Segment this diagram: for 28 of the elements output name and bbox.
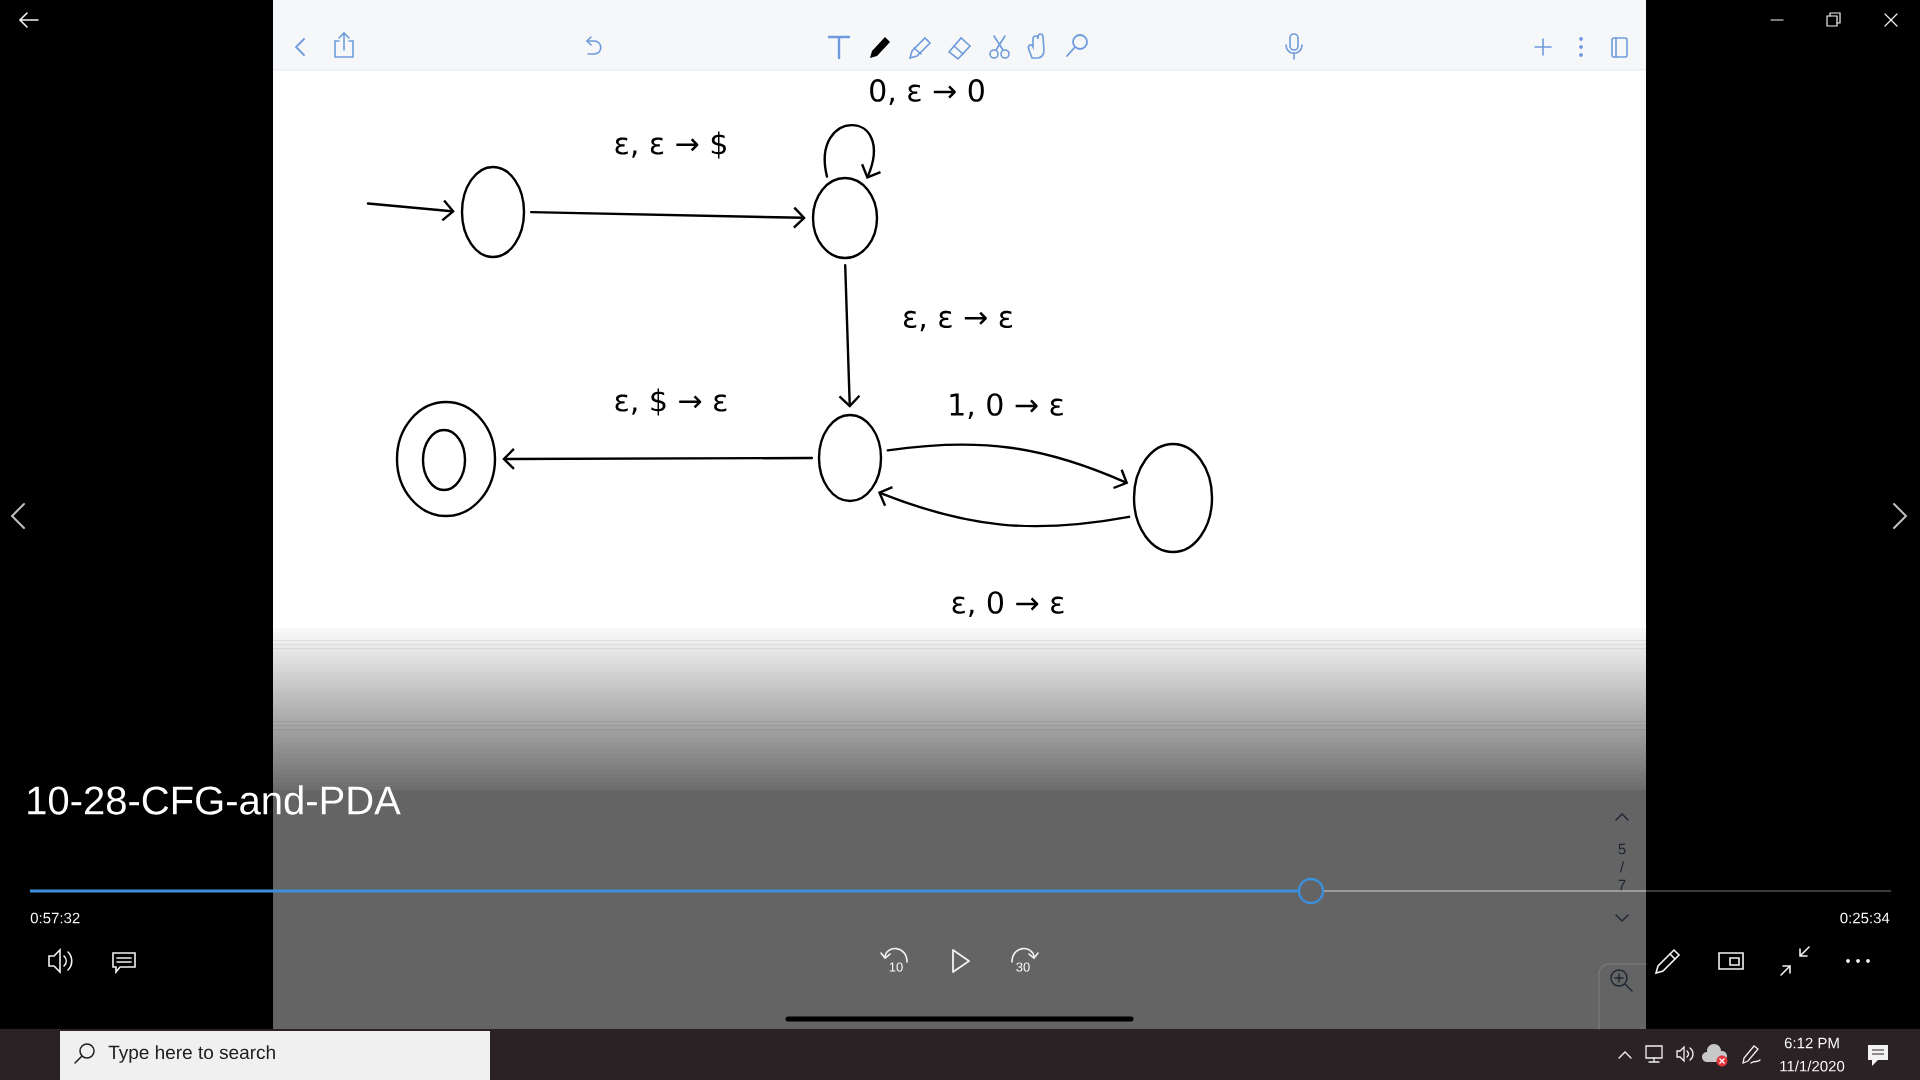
edge-label: ε, 0 → ε: [948, 589, 1068, 619]
edge-label: ε, $ → ε: [611, 386, 731, 418]
search-field: Type here to search: [60, 1031, 490, 1080]
arrow: [886, 443, 1129, 490]
self-loop-arrow: [823, 123, 881, 179]
arrow: [877, 486, 1131, 528]
inner-circle: [421, 428, 467, 492]
arrow: [530, 206, 806, 229]
video-title: 10-28-CFG-and-PDA: [28, 785, 401, 815]
remaining-time: 0:25:34: [1840, 912, 1890, 924]
seconds-label: 30: [1016, 962, 1030, 972]
state-circle: [817, 413, 883, 503]
edge-label: 0, ε → 0: [866, 77, 988, 107]
arrow: [502, 448, 813, 470]
edge-label: ε, ε → ε: [900, 308, 1016, 334]
state-circle: [460, 165, 526, 259]
elapsed-time: 0:57:32: [30, 912, 80, 924]
state-circle: [1132, 442, 1214, 554]
seconds-label: 10: [889, 962, 903, 972]
start-arrow: [366, 199, 455, 222]
state-circle: [395, 400, 497, 518]
clock-date: 11/1/2020: [1780, 1060, 1845, 1072]
state-circle: [811, 176, 879, 260]
edge-label: 1, 0 → ε: [945, 391, 1067, 421]
clock-time: 6:12 PM: [1784, 1037, 1839, 1049]
arrow: [838, 264, 861, 408]
edge-label: ε, ε → $: [611, 129, 731, 161]
page-number: 5 / 7: [1618, 843, 1626, 891]
